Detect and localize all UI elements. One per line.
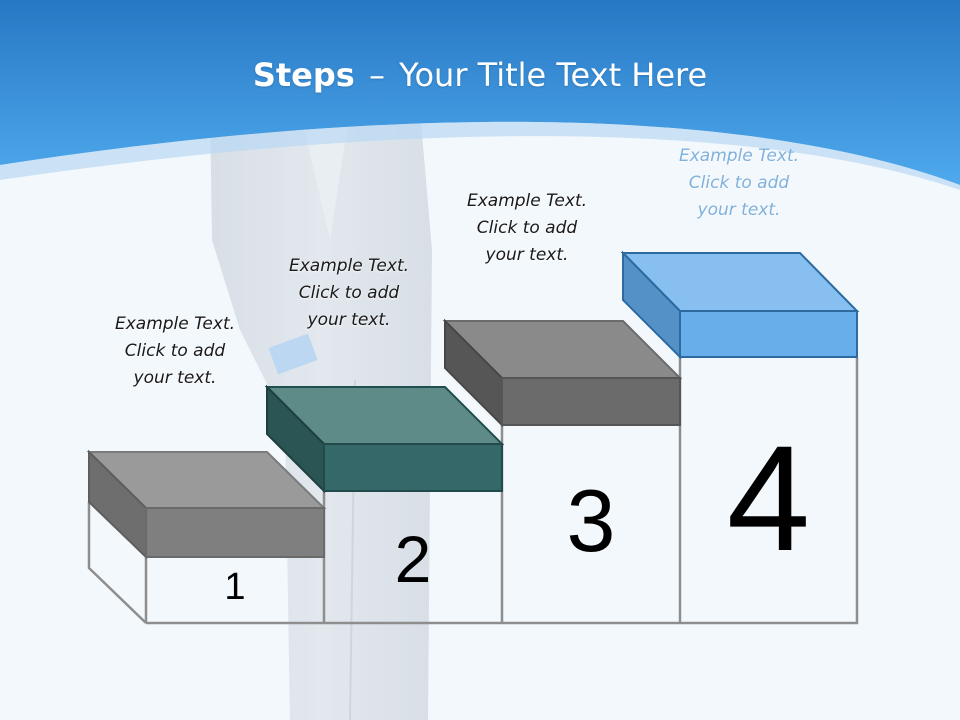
caption-line: Example Text. — [288, 256, 410, 276]
step-block-1 — [86, 449, 327, 560]
caption-line: Example Text. — [114, 314, 236, 334]
caption-line: your text. — [697, 200, 781, 220]
step-2-caption[interactable]: Example Text. Click to add your text. — [264, 253, 434, 334]
title-bold: Steps — [252, 56, 355, 94]
title-separator: – — [368, 56, 385, 94]
caption-line: Click to add — [298, 283, 400, 303]
step-1-number: 1 — [224, 566, 246, 608]
caption-line: your text. — [133, 368, 217, 388]
caption-line: your text. — [307, 310, 391, 330]
step-1-caption[interactable]: Example Text. Click to add your text. — [90, 311, 260, 392]
caption-line: Example Text. — [678, 146, 800, 166]
step-block-4 — [620, 250, 860, 360]
step-3-number: 3 — [566, 471, 616, 570]
caption-line: Click to add — [476, 218, 578, 238]
step-block-3 — [442, 318, 683, 428]
caption-line: Click to add — [688, 173, 790, 193]
step-4-caption[interactable]: Example Text. Click to add your text. — [654, 143, 824, 224]
step-2-number: 2 — [394, 522, 432, 596]
step-block-2 — [264, 384, 505, 494]
title-rest: Your Title Text Here — [399, 56, 708, 94]
step-3-caption[interactable]: Example Text. Click to add your text. — [442, 188, 612, 269]
caption-line: your text. — [485, 245, 569, 265]
step-4-number: 4 — [726, 414, 811, 582]
caption-line: Example Text. — [466, 191, 588, 211]
slide-title[interactable]: Steps – Your Title Text Here — [0, 56, 960, 94]
caption-line: Click to add — [124, 341, 226, 361]
